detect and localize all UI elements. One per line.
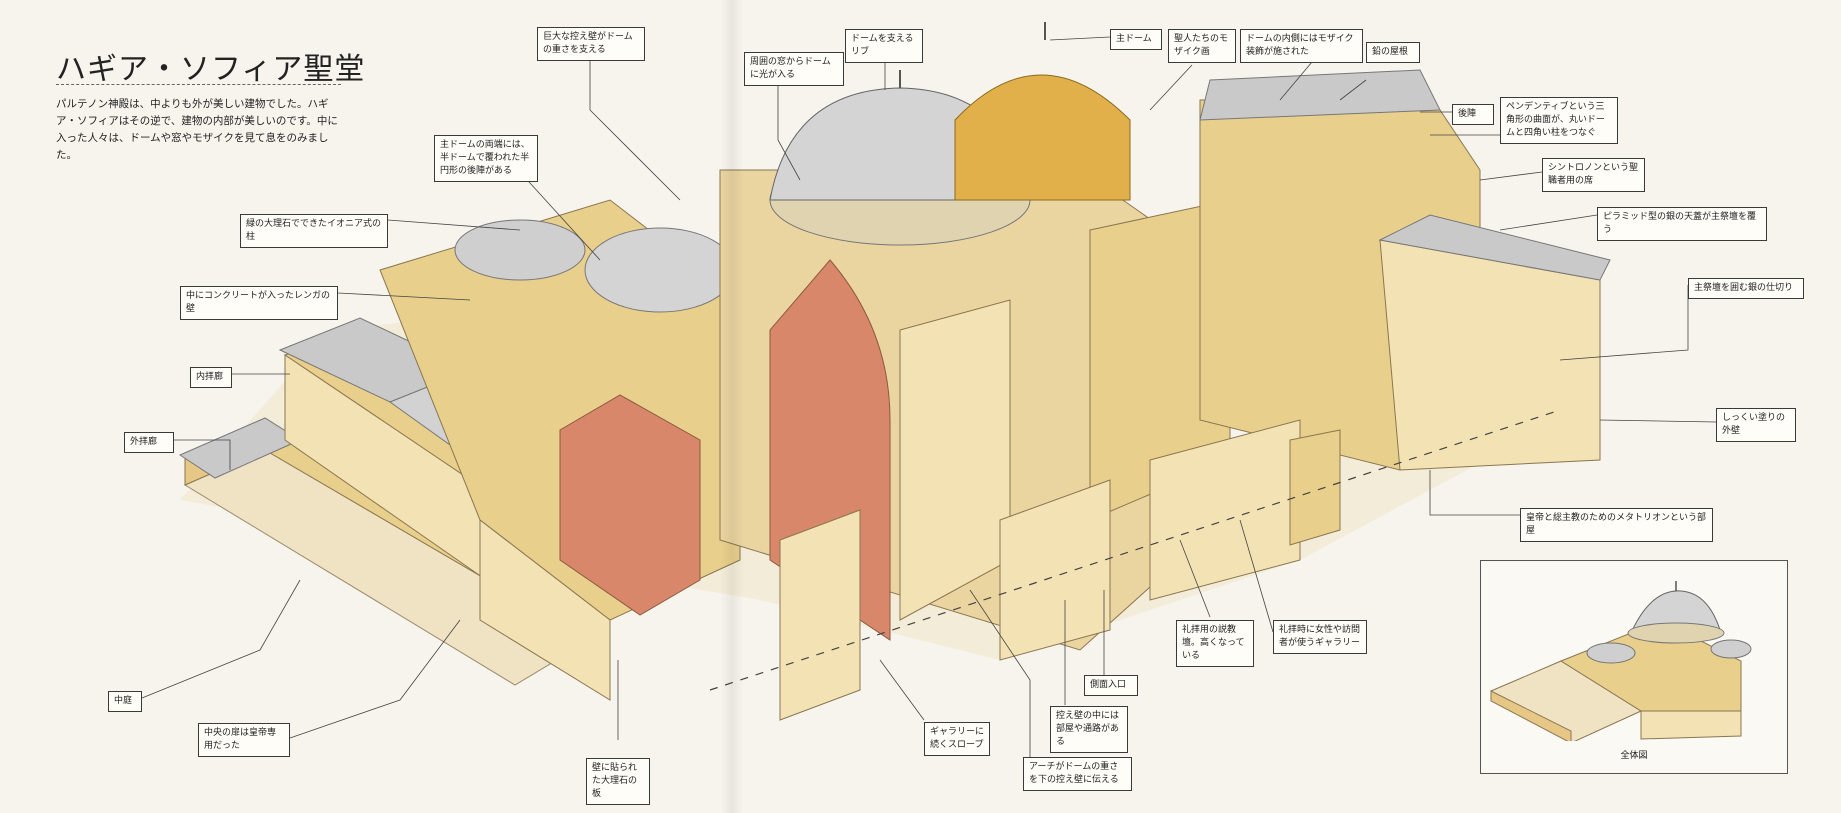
label-apse: 後陣 (1452, 104, 1494, 125)
label-narthex: 内拝廊 (190, 367, 232, 388)
label-atrium: 中庭 (108, 691, 142, 712)
label-arch-weight: アーチがドームの重さを下の控え壁に伝える (1023, 757, 1132, 791)
page-title: ハギア・ソフィア聖堂 (56, 52, 366, 87)
label-synthronon: シントロノンという聖職者用の席 (1542, 158, 1645, 192)
label-brick-wall: 中にコンクリートが入ったレンガの壁 (180, 286, 338, 320)
intro-text: パルテノン神殿は、中よりも外が美しい建物でした。ハギア・ソフィアはその逆で、建物… (56, 98, 338, 161)
label-main-dome: 主ドーム (1110, 29, 1162, 50)
overview-inset: 全体図 (1480, 560, 1788, 774)
label-imperial-door: 中央の扉は皇帝専用だった (198, 723, 290, 757)
overview-caption: 全体図 (1620, 751, 1648, 761)
label-pendentive: ペンデンティブという三角形の曲面が、丸いドームと四角い柱をつなぐ (1500, 97, 1618, 144)
label-stucco-wall: しっくい塗りの外壁 (1716, 408, 1796, 442)
label-dome-ribs: ドームを支えるリブ (845, 29, 923, 63)
overview-illustration (1489, 581, 1752, 741)
label-dome-mosaic: ドームの内側にはモザイク装飾が施された (1240, 29, 1363, 63)
east-wing (1199, 69, 1611, 471)
label-altar-screen: 主祭壇を囲む銀の仕切り (1688, 278, 1804, 299)
label-gallery: 礼拝時に女性や訪問者が使うギャラリー (1273, 620, 1367, 654)
label-ciborium: ピラミッド型の銀の天蓋が主祭壇を覆う (1597, 207, 1767, 241)
label-buttress-dome: 巨大な控え壁がドームの重さを支える (537, 27, 645, 61)
label-ambo: 礼拝用の説教壇。高くなっている (1176, 620, 1254, 667)
label-saints-mosaic: 聖人たちのモザイク画 (1168, 29, 1236, 63)
south-buttresses (779, 419, 1341, 721)
label-side-entrance: 側面入口 (1084, 675, 1138, 696)
label-lead-roof: 鉛の屋根 (1366, 42, 1420, 63)
label-gallery-ramp: ギャラリーに続くスロープ (924, 722, 990, 756)
label-marble-panels: 壁に貼られた大理石の板 (586, 758, 650, 805)
label-buttress-rooms: 控え壁の中には部屋や通路がある (1050, 706, 1128, 753)
label-windows-light: 周囲の窓からドームに光が入る (744, 52, 844, 86)
page-gutter (720, 0, 744, 813)
label-exonarthex: 外拝廊 (124, 432, 174, 453)
label-ionic-columns: 緑の大理石でできたイオニア式の柱 (240, 214, 388, 248)
label-half-domes: 主ドームの両端には、半ドームで覆われた半円形の後陣がある (434, 135, 538, 182)
title-divider (56, 84, 341, 85)
label-metatorion: 皇帝と総主教のためのメタトリオンという部屋 (1520, 508, 1713, 542)
